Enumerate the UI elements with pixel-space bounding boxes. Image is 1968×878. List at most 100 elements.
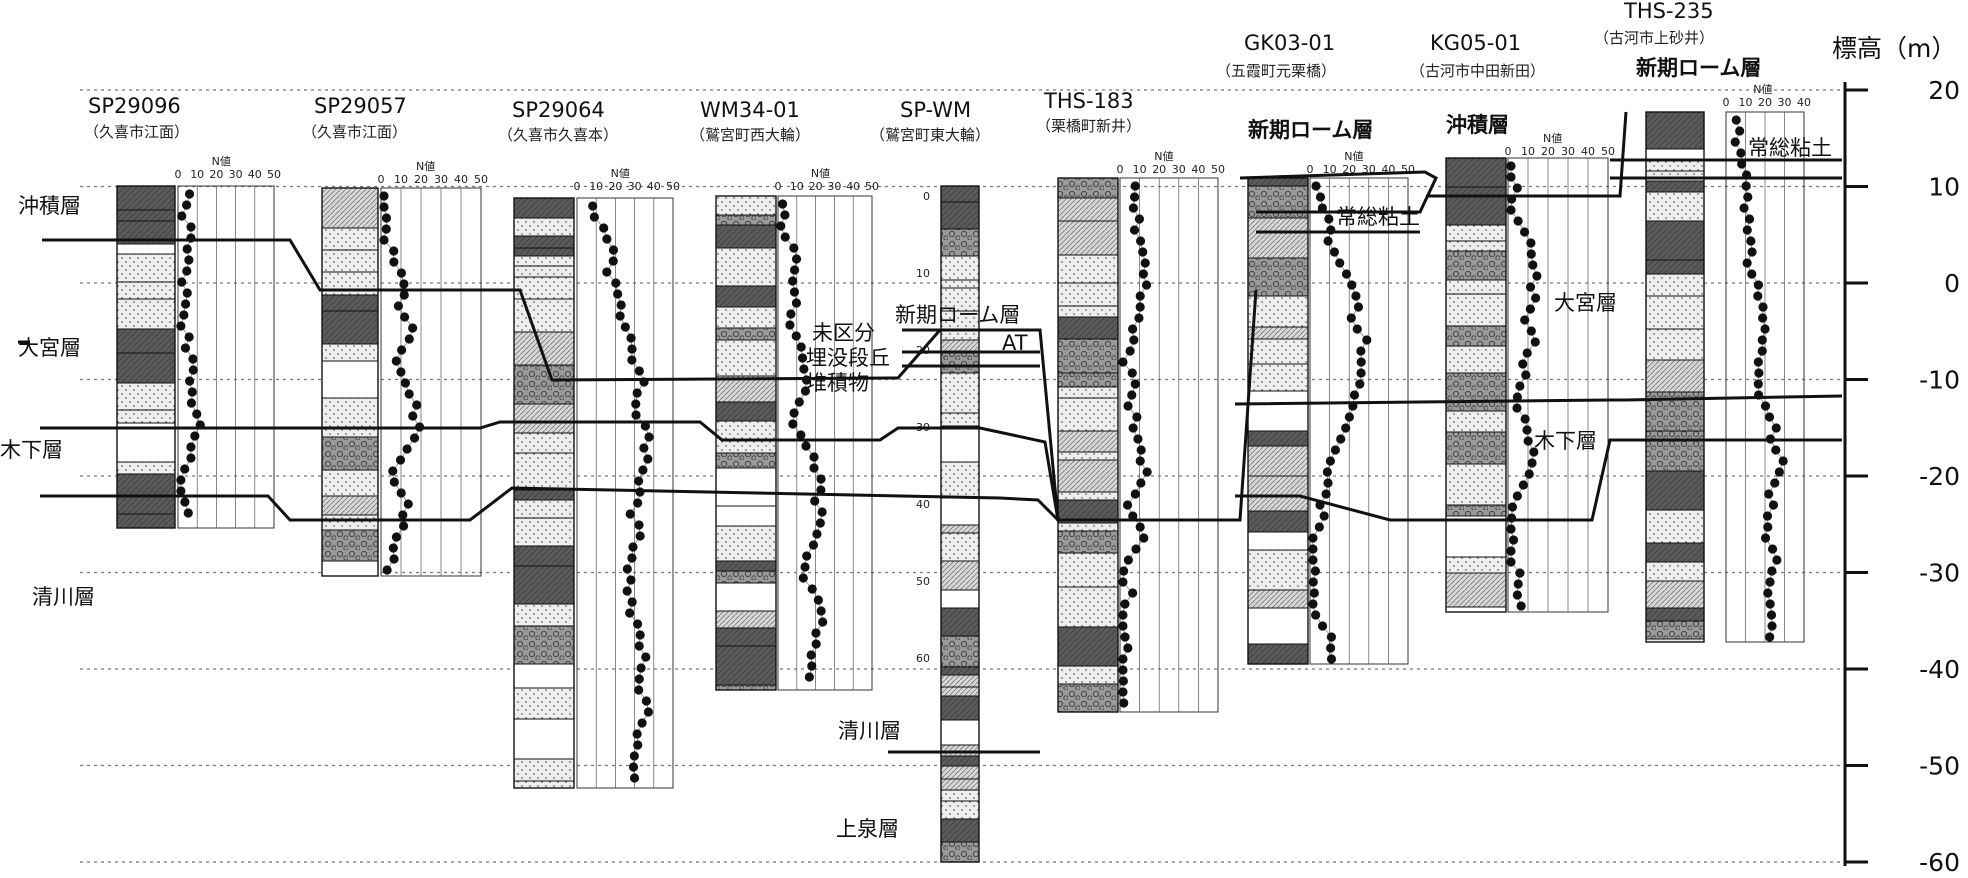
nvalue-point — [1770, 478, 1780, 488]
lithology-layer — [513, 255, 575, 267]
lithology-layer — [513, 197, 575, 219]
lithology-layer — [1247, 363, 1309, 392]
nvalue-point — [1760, 533, 1771, 543]
lithology-layer — [1445, 279, 1507, 295]
nvalue-point — [634, 641, 644, 651]
formation-kiyokawa-label: 清川層 — [32, 585, 95, 609]
lithology-layer — [1645, 328, 1705, 361]
nvalue-point — [403, 499, 413, 509]
nvalue-point — [1141, 280, 1152, 290]
lithology-layer — [116, 328, 176, 354]
nvalue-point — [812, 529, 822, 539]
lithology-layer — [513, 403, 575, 434]
nvalue-point — [634, 476, 644, 486]
lithology-layer — [940, 719, 980, 746]
nvalue-point — [1308, 544, 1318, 554]
nvalue-chart-frame — [1119, 177, 1219, 713]
lithology-layer — [715, 327, 777, 341]
nvalue-chart-frame — [380, 187, 482, 577]
nvalue-point — [1526, 326, 1536, 336]
lithology-layer — [1057, 177, 1119, 199]
nvalue-point — [808, 540, 819, 550]
nvalue-point — [634, 674, 644, 684]
nvalue-point — [404, 389, 414, 399]
nvalue-point — [396, 488, 406, 498]
nvalue-point — [796, 430, 806, 440]
nvalue-point — [633, 498, 643, 508]
lithology-layer — [1645, 295, 1705, 330]
lithology-layer — [1057, 372, 1119, 388]
formation-maibotsu-label: 埋没段丘 — [806, 346, 890, 370]
nvalue-scale-label: 40 — [647, 180, 661, 193]
formation-boundary-line — [40, 486, 1060, 522]
lithology-layer — [1445, 410, 1507, 433]
nvalue-chart-frame — [1507, 157, 1609, 613]
nvalue-point — [1762, 511, 1773, 521]
nvalue-point — [1329, 247, 1340, 257]
nvalue-point — [187, 387, 197, 397]
nvalue-point — [1362, 335, 1372, 345]
lithology-layer — [940, 765, 980, 780]
nvalue-point — [1753, 357, 1763, 367]
nvalue-point — [1118, 687, 1128, 697]
nvalue-point — [182, 266, 192, 276]
nvalue-chart-frame — [777, 195, 873, 691]
nvalue-point — [625, 509, 635, 519]
nvalue-line — [1312, 185, 1368, 660]
nvalue-point — [188, 365, 198, 375]
nvalue-point — [1136, 445, 1146, 455]
nvalue-point — [633, 740, 643, 750]
lithology-layer — [940, 666, 980, 676]
nvalue-point — [629, 773, 640, 783]
nvalue-point — [804, 672, 814, 682]
nvalue-point — [1778, 456, 1788, 466]
lithology-layer — [1445, 157, 1507, 188]
nvalue-point — [1336, 434, 1346, 444]
borehole-column — [940, 185, 980, 863]
nvalue-point — [1764, 489, 1774, 499]
nvalue-point — [1330, 445, 1341, 455]
nvalue-point — [1765, 632, 1775, 642]
nvalue-point — [1119, 698, 1129, 708]
nvalue-point — [1118, 577, 1128, 587]
lithology-layer — [1445, 372, 1507, 412]
nvalue-point — [1522, 425, 1532, 435]
nvalue-point — [179, 310, 189, 320]
nvalue-point — [1353, 302, 1364, 312]
borehole-column — [1057, 177, 1119, 713]
lithology-layer — [321, 495, 379, 516]
nvalue-point — [811, 639, 821, 649]
nvalue-point — [817, 507, 827, 517]
nvalue-point — [1527, 458, 1537, 468]
nvalue-point — [788, 419, 798, 429]
lithology-layer — [1247, 430, 1309, 447]
nvalue-point — [1138, 269, 1148, 279]
nvalue-point — [399, 290, 409, 300]
lithology-layer — [1645, 111, 1705, 150]
borehole-column — [513, 197, 575, 789]
lithology-layer — [1445, 431, 1507, 465]
nvalue-point — [1133, 434, 1143, 444]
nvalue-scale-label: 40 — [1797, 96, 1811, 109]
nvalue-point — [1757, 346, 1767, 356]
borehole-id: GK03-01 — [1244, 31, 1335, 55]
lithology-layer — [1247, 589, 1309, 609]
nvalue-point — [1122, 500, 1133, 510]
nvalue-point — [809, 463, 819, 473]
nvalue-point — [1529, 447, 1539, 457]
lithology-layer — [1057, 430, 1119, 453]
nvalue-point — [1335, 258, 1345, 268]
nvalue-point — [184, 189, 195, 199]
borehole-location: （鷲宮町西大輪） — [690, 126, 810, 144]
nvalue-point — [631, 410, 641, 420]
nvalue-point — [776, 221, 786, 231]
nvalue-point — [1506, 161, 1516, 171]
nvalue-point — [1767, 566, 1777, 576]
nvalue-point — [1118, 665, 1128, 675]
nvalue-point — [1506, 546, 1516, 556]
lithology-layer — [1247, 510, 1309, 533]
nvalue-point — [1309, 588, 1319, 598]
nvalue-point — [1764, 412, 1775, 422]
nvalue-point — [177, 277, 187, 287]
